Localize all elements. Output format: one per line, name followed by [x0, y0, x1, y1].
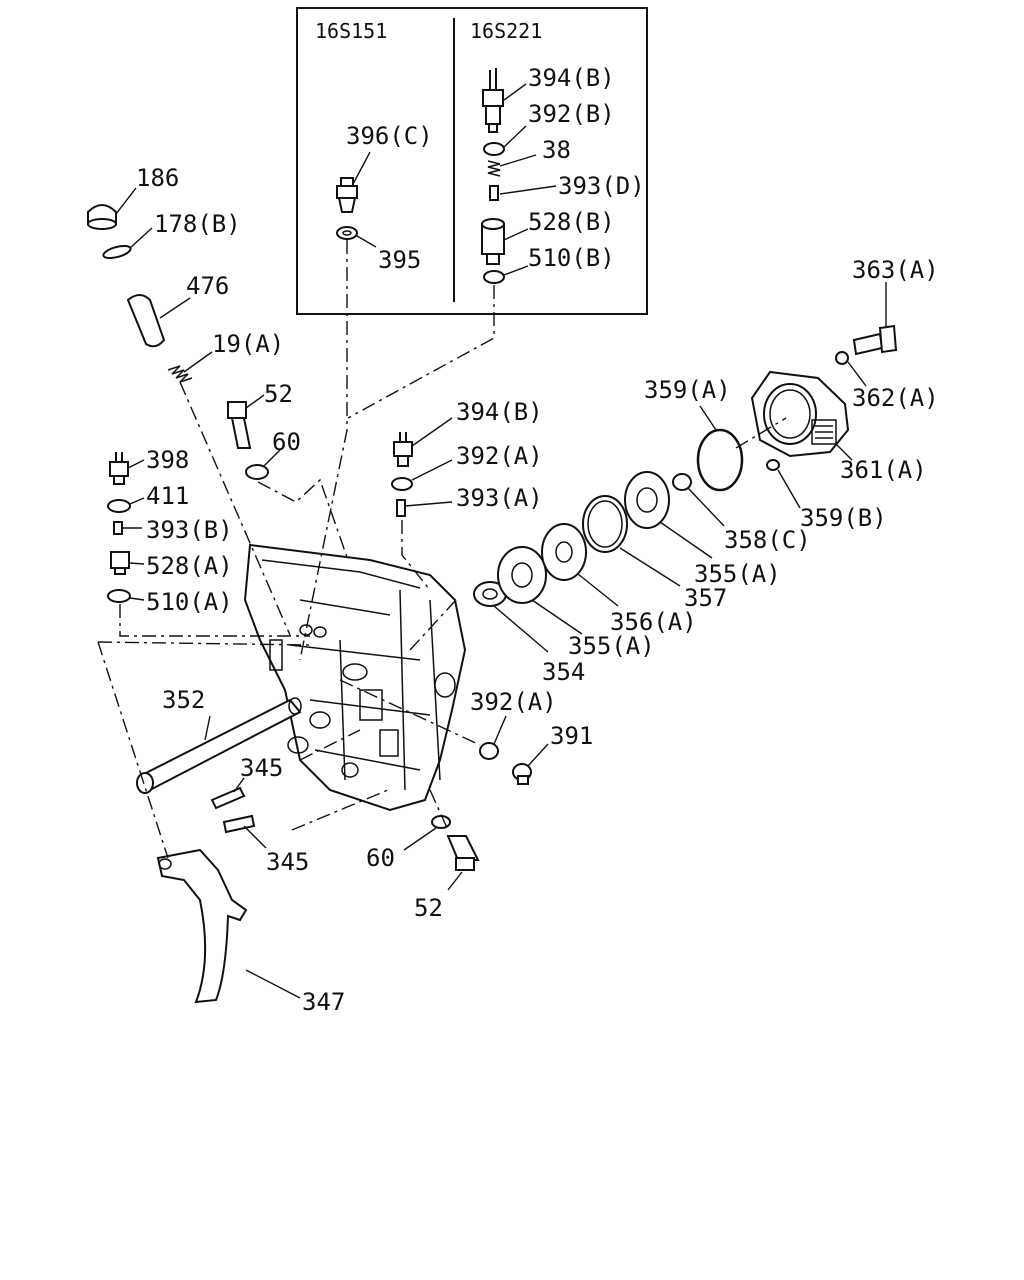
label-355a-right: 355(A)	[694, 560, 781, 588]
part-476-pipe	[126, 294, 166, 348]
part-356a-piston	[541, 523, 587, 581]
label-178b: 178(B)	[154, 210, 241, 238]
label-356a: 356(A)	[610, 608, 697, 636]
inset-code-16s151: 16S151	[315, 19, 387, 43]
label-411: 411	[146, 482, 189, 510]
part-393d-pin	[489, 185, 499, 201]
part-355a-right-plate	[624, 471, 670, 529]
label-393b: 393(B)	[146, 516, 233, 544]
label-396c: 396(C)	[346, 122, 433, 150]
part-60-top-washer	[245, 464, 269, 480]
part-359a-oring	[696, 428, 744, 492]
label-347: 347	[302, 988, 345, 1016]
label-52-top: 52	[264, 380, 293, 408]
part-528b-plug	[481, 218, 505, 265]
label-392a-top: 392(A)	[456, 442, 543, 470]
label-392a-low: 392(A)	[470, 688, 557, 716]
part-345-lower	[222, 814, 256, 834]
part-392a-oring-top	[391, 477, 413, 491]
inset-box: 16S151 16S221	[296, 7, 648, 315]
label-391: 391	[550, 722, 593, 750]
inset-code-16s221: 16S221	[470, 19, 542, 43]
label-359b: 359(B)	[800, 504, 887, 532]
part-393a-pin	[396, 499, 406, 517]
part-52-low-bolt	[446, 835, 480, 871]
part-52-top-bolt	[227, 401, 252, 449]
part-394b-switch-inset	[482, 68, 504, 133]
label-352: 352	[162, 686, 205, 714]
part-355a-left-plate	[497, 546, 547, 604]
label-476: 476	[186, 272, 229, 300]
label-362a: 362(A)	[852, 384, 939, 412]
part-391-bolt	[512, 763, 532, 785]
label-363a: 363(A)	[852, 256, 939, 284]
label-528a: 528(A)	[146, 552, 233, 580]
label-354: 354	[542, 658, 585, 686]
label-361a: 361(A)	[840, 456, 927, 484]
part-186-cap	[87, 204, 117, 230]
label-394b-inset: 394(B)	[528, 64, 615, 92]
label-359a: 359(A)	[644, 376, 731, 404]
part-19a-spring	[167, 365, 193, 383]
part-345-upper	[210, 786, 246, 810]
label-393a: 393(A)	[456, 484, 543, 512]
part-363a-bolt	[852, 324, 898, 356]
part-352-shaft	[136, 697, 302, 794]
part-394b-switch	[393, 432, 413, 467]
part-528a-plug	[110, 551, 130, 575]
part-60-low-washer	[431, 815, 451, 829]
part-510b-washer	[483, 270, 505, 284]
label-19a: 19(A)	[212, 330, 284, 358]
part-398-switch	[109, 452, 129, 485]
label-392b: 392(B)	[528, 100, 615, 128]
part-392b-oring	[483, 142, 505, 156]
label-60-top: 60	[272, 428, 301, 456]
part-411-oring	[107, 499, 131, 513]
part-392a-oring-low	[479, 742, 499, 760]
part-359b-oring	[766, 459, 780, 471]
labels: 394(B) 392(B) 38 393(D) 528(B) 510(B) 39…	[136, 64, 939, 1016]
label-52-low: 52	[414, 894, 443, 922]
part-357-ring	[582, 495, 628, 553]
part-358c-nut	[672, 473, 692, 491]
label-510a: 510(A)	[146, 588, 233, 616]
label-510b: 510(B)	[528, 244, 615, 272]
transmission-housing	[243, 543, 467, 812]
label-345-top: 345	[240, 754, 283, 782]
label-358c: 358(C)	[724, 526, 811, 554]
label-345-low: 345	[266, 848, 309, 876]
part-178b-oring	[102, 244, 132, 260]
part-396c-valve	[336, 177, 358, 213]
label-528b: 528(B)	[528, 208, 615, 236]
label-357: 357	[684, 584, 727, 612]
part-395-washer	[336, 226, 358, 240]
label-186: 186	[136, 164, 179, 192]
part-38-spring	[487, 160, 501, 177]
label-398: 398	[146, 446, 189, 474]
label-394b: 394(B)	[456, 398, 543, 426]
label-38: 38	[542, 136, 571, 164]
label-395: 395	[378, 246, 421, 274]
part-510a-washer	[107, 589, 131, 603]
label-60-low: 60	[366, 844, 395, 872]
part-361a-cover	[750, 370, 850, 458]
part-347-fork	[156, 848, 248, 1004]
part-393b-pin	[113, 521, 123, 535]
label-355a-left: 355(A)	[568, 632, 655, 660]
connection-lines	[97, 240, 787, 859]
part-362a-washer	[835, 351, 849, 365]
label-393d: 393(D)	[558, 172, 645, 200]
